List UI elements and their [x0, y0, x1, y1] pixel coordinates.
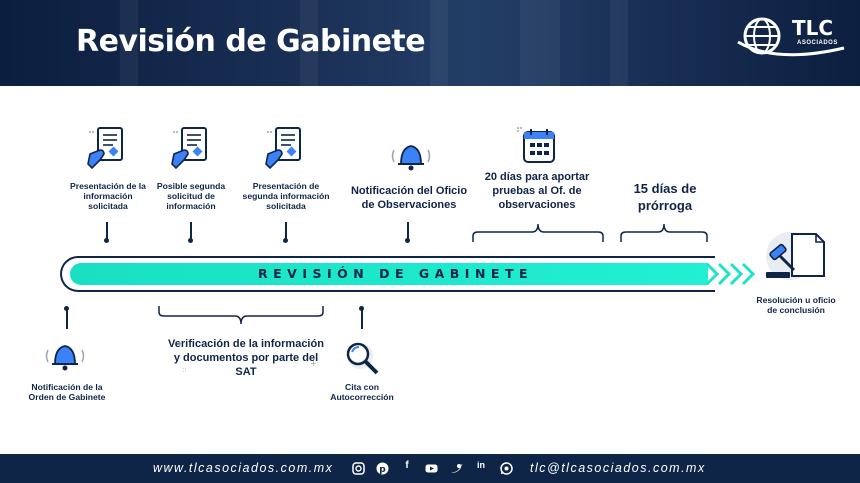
youtube-icon[interactable]: [425, 462, 438, 475]
connector-line: [407, 222, 409, 240]
gavel-document-icon: [766, 232, 825, 280]
linkedin-icon[interactable]: in: [477, 460, 485, 470]
connector-dot: [405, 238, 410, 243]
connector-line: [66, 309, 68, 329]
step-label: 20 días para aportar pruebas al Of. de o…: [484, 171, 590, 211]
connector-dot: [359, 306, 364, 311]
connector-line: [190, 222, 192, 240]
svg-text:+: +: [310, 359, 317, 368]
svg-text:::: ::: [302, 336, 307, 344]
step-label: Notificación de la Orden de Gabinete: [28, 382, 106, 402]
whatsapp-icon[interactable]: [500, 462, 513, 475]
email-link[interactable]: tlc@tlcasociados.com.mx: [530, 461, 706, 475]
facebook-icon[interactable]: f: [405, 460, 409, 471]
svg-text:p: p: [379, 465, 386, 475]
instagram-icon[interactable]: [352, 462, 365, 475]
document-hand-icon: [87, 127, 123, 170]
magnifier-icon: [346, 342, 379, 375]
chevron-right-icon: [705, 262, 756, 286]
sparkle-decoration: + :: :: +: [176, 336, 317, 374]
connector-dot: [188, 238, 193, 243]
duration-brace: [620, 223, 708, 242]
connector-dot: [104, 238, 109, 243]
connector-dot: [64, 306, 69, 311]
step-label: Cita con Autocorrección: [330, 382, 394, 402]
globe-logo-icon: [737, 17, 845, 57]
timeline-frame: [60, 256, 715, 292]
step-label: Presentación de segunda información soli…: [242, 181, 330, 211]
step-label: Posible segunda solicitud de información: [156, 181, 226, 211]
page-title: Revisión de Gabinete: [76, 24, 426, 59]
website-link[interactable]: www.tlcasociados.com.mx: [153, 461, 334, 475]
svg-text:+: +: [176, 339, 183, 348]
step-label: Verificación de la información y documen…: [168, 338, 324, 378]
logo-name: TLC: [792, 16, 834, 40]
step-label: Presentación de la información solicitad…: [70, 181, 146, 211]
step-label: Notificación del Oficio de Observaciones: [350, 185, 468, 211]
twitter-icon[interactable]: [450, 462, 463, 475]
bell-icon: [45, 345, 85, 371]
header-banner: [0, 0, 860, 86]
document-hand-icon: [171, 127, 207, 170]
duration-brace: [158, 306, 324, 325]
connector-line: [106, 222, 108, 240]
bell-icon: [391, 145, 431, 171]
duration-brace: [472, 223, 604, 242]
end-step-label: Resolución u oficio de conclusión: [756, 295, 836, 315]
timeline-bar: [70, 263, 708, 285]
pinterest-icon[interactable]: p: [376, 462, 389, 475]
connector-dot: [283, 238, 288, 243]
logo-subtitle: ASOCIADOS: [797, 40, 838, 46]
connector-line: [285, 222, 287, 240]
calendar-icon: [517, 127, 555, 163]
timeline-label: REVISIÓN DE GABINETE: [258, 266, 534, 281]
connector-line: [361, 309, 363, 329]
step-label: 15 días de prórroga: [633, 181, 697, 213]
footer-bar: www.tlcasociados.com.mx p f in tlc@tlcas…: [0, 454, 860, 483]
document-hand-icon: [265, 127, 301, 170]
svg-text:::: ::: [182, 366, 187, 374]
